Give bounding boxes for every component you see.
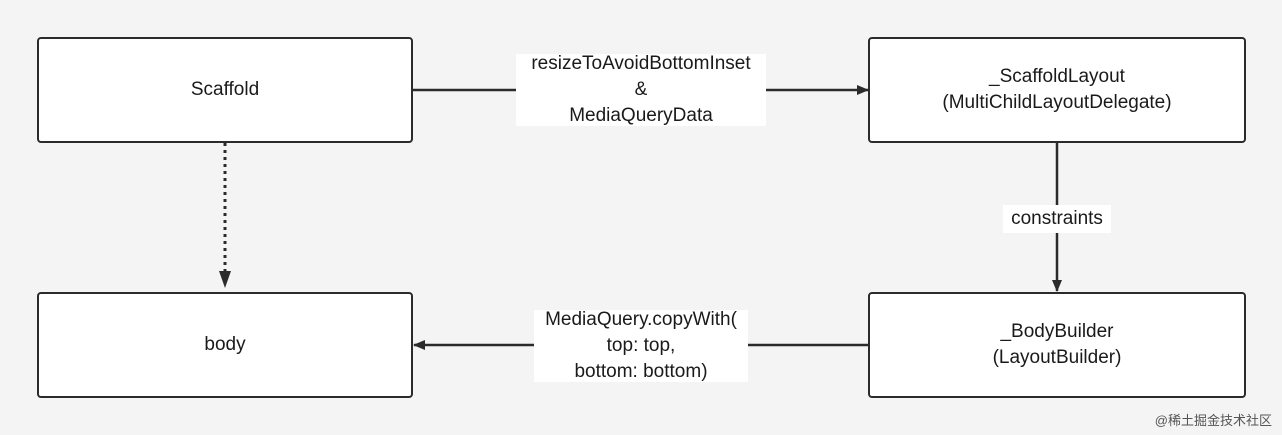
edge-label-builder-to-body-line2: top: top, [606,335,676,356]
node-body: body [37,292,413,398]
node-body-builder: _BodyBuilder (LayoutBuilder) [868,292,1246,398]
node-body-builder-subtitle: (LayoutBuilder) [992,347,1122,368]
edge-label-layout-to-builder-line1: constraints [1011,208,1103,229]
edge-label-scaffold-to-layout-line1: resizeToAvoidBottomInset [531,53,751,74]
node-scaffold-label: Scaffold [190,79,260,100]
dotted-arrowhead [219,271,231,288]
node-scaffold-layout: _ScaffoldLayout (MultiChildLayoutDelegat… [868,37,1246,143]
edge-label-builder-to-body-line1: MediaQuery.copyWith( [545,309,737,330]
watermark: @稀土掘金技术社区 [1154,413,1272,428]
node-body-builder-title: _BodyBuilder [1000,321,1114,342]
edge-label-scaffold-to-layout: resizeToAvoidBottomInset & MediaQueryDat… [516,53,766,126]
node-scaffold-layout-subtitle: (MultiChildLayoutDelegate) [942,92,1172,113]
edge-label-builder-to-body: MediaQuery.copyWith( top: top, bottom: b… [534,309,748,382]
edge-label-builder-to-body-line3: bottom: bottom) [574,361,708,382]
edge-label-scaffold-to-layout-line3: MediaQueryData [569,105,713,126]
edge-label-layout-to-builder: constraints [1003,205,1111,233]
node-scaffold: Scaffold [37,37,413,143]
node-scaffold-layout-title: _ScaffoldLayout [989,66,1125,87]
edge-label-scaffold-to-layout-line2: & [634,79,648,100]
node-body-label: body [204,334,246,355]
